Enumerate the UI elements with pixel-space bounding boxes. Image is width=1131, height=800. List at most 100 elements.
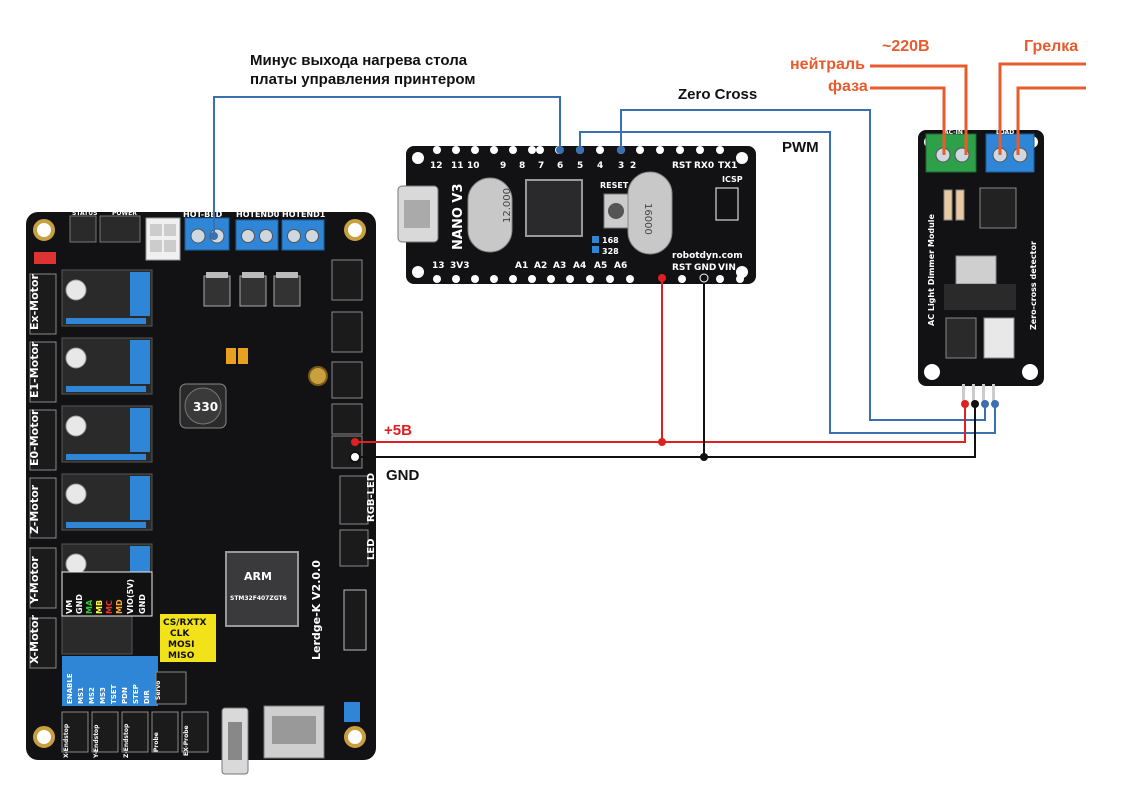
dimmer-title: AC Light Dimmer Module xyxy=(927,213,936,326)
zero-cross-label: Zero Cross xyxy=(678,86,758,103)
nano-pin-3v3: 3V3 xyxy=(450,261,470,271)
motor-label-e1: E1-Motor xyxy=(28,341,41,398)
pin-label-step: STEP xyxy=(132,684,140,704)
ex-probe-label: EX-Probe xyxy=(183,725,190,756)
nano-pin-10: 10 xyxy=(467,161,480,171)
spi-label-cs: CS/RXTX xyxy=(163,618,207,628)
board-name: Lerdge-K V2.0.0 xyxy=(310,560,323,660)
wire-pwm xyxy=(579,131,996,434)
nano-pin-5: 5 xyxy=(577,161,583,171)
motor-label-y: Y-Motor xyxy=(28,556,41,605)
status-label: STATUS xyxy=(72,210,97,217)
motor-label-e0: E0-Motor xyxy=(28,409,41,466)
motor-label-z: Z-Motor xyxy=(28,484,41,534)
wire-zero-cross xyxy=(620,109,986,421)
hotend1-label: HOTEND1 xyxy=(282,210,326,219)
wire-5v xyxy=(355,404,966,443)
nano-pin-a3: A3 xyxy=(553,261,566,271)
pin-label-ms2: MS2 xyxy=(88,687,96,704)
vio-label-mb: MB xyxy=(95,600,104,614)
nano-pin-7: 7 xyxy=(538,161,544,171)
probe-label: Probe xyxy=(153,732,160,752)
hotend0-label: HOTEND0 xyxy=(236,210,280,219)
nano-pin-tx1: TX1 xyxy=(718,161,737,171)
heatbed-label-line2: платы управления принтером xyxy=(250,71,476,88)
junction-dots xyxy=(210,146,999,463)
printer-control-board: STATUS POWER HOT-BED HOTEND0 HOTEND1 xyxy=(26,210,377,775)
wire-gnd xyxy=(355,404,976,458)
terminal-in-label: AC-IN xyxy=(944,129,963,136)
pwm-label: PWM xyxy=(782,139,819,156)
nano-pin-8: 8 xyxy=(519,161,525,171)
pin-label-dir: DIR xyxy=(143,690,151,704)
led-label: LED xyxy=(366,538,377,560)
power-label: POWER xyxy=(112,210,137,217)
nano-pin-9: 9 xyxy=(500,161,506,171)
hotbed-label: HOT-BED xyxy=(183,210,223,219)
rgb-led-label: RGB-LED xyxy=(366,473,377,522)
reset-label: RESET xyxy=(600,181,629,190)
pin-label-ms1: MS1 xyxy=(77,687,85,704)
crystal1-label: 12.000 xyxy=(502,188,513,223)
neutral-label: нейтраль xyxy=(790,56,865,73)
nano-pin-13: 13 xyxy=(432,261,445,271)
motor-label-ex: Ex-Motor xyxy=(28,274,41,330)
spi-label-miso: MISO xyxy=(168,651,195,661)
servo-label: Servo xyxy=(155,681,162,700)
icsp-label: ICSP xyxy=(722,175,743,184)
nano-pin-a1: A1 xyxy=(515,261,528,271)
vio-label-vm: VM xyxy=(65,600,74,614)
vio-label-md: MD xyxy=(115,599,124,614)
pin-label-ms3: MS3 xyxy=(99,687,107,704)
spi-label-clk: CLK xyxy=(170,629,190,639)
motor-label-x: X-Motor xyxy=(28,615,41,664)
wire-phase xyxy=(870,86,946,155)
vio-label-vio: VIO(5V) xyxy=(126,579,135,614)
nano-pin-rx0: RX0 xyxy=(694,161,714,171)
nano-pin-2: 2 xyxy=(630,161,636,171)
ac-dimmer-module: AC-IN LOAD AC Light Dimmer Module Zero-c… xyxy=(918,129,1044,404)
nano-pin-rst-bottom: RST xyxy=(672,263,692,273)
inductor-label: 330 xyxy=(193,400,218,414)
nano-pin-a2: A2 xyxy=(534,261,547,271)
chip-brand: ARM xyxy=(244,570,272,583)
dimmer-subtitle: Zero-cross detector xyxy=(1029,241,1038,330)
arduino-nano-board: 12 11 10 9 8 7 6 5 4 3 2 RST RX0 TX1 NAN… xyxy=(397,146,756,284)
z-endstop-label: Z-Endstop xyxy=(123,723,130,758)
nano-pin-a5: A5 xyxy=(594,261,607,271)
nano-pin-12: 12 xyxy=(430,161,443,171)
x-endstop-label: X-Endstop xyxy=(63,723,70,758)
phase-label: фаза xyxy=(828,78,868,95)
pin-label-tset: TSET xyxy=(110,684,118,704)
nano-pin-3: 3 xyxy=(618,161,624,171)
vio-label-mc: MC xyxy=(105,600,114,614)
nano-pin-4: 4 xyxy=(597,161,603,171)
gnd-label: GND xyxy=(386,467,420,484)
ac220-label: ~220В xyxy=(882,38,930,55)
heater-label: Грелка xyxy=(1024,38,1079,55)
wire-heater-1 xyxy=(998,62,1086,155)
nano-pin-vin: VIN xyxy=(718,263,736,273)
vio-label-ma: MA xyxy=(85,599,94,614)
pin-label-enable: ENABLE xyxy=(66,673,74,704)
chip-opt-168: 168 xyxy=(602,236,619,245)
pin-label-pdn: PDN xyxy=(121,687,129,704)
nano-pin-a4: A4 xyxy=(573,261,586,271)
nano-pin-gnd: GND xyxy=(694,263,716,273)
wire-heatbed-minus xyxy=(213,96,561,236)
vio-label-gnd: GND xyxy=(75,594,84,614)
wire-neutral xyxy=(870,64,968,155)
chip-name: STM32F407ZGT6 xyxy=(230,595,287,602)
nano-pin-11: 11 xyxy=(451,161,464,171)
nano-pin-6: 6 xyxy=(557,161,563,171)
nano-title: NANO V3 xyxy=(451,183,466,250)
vio-label-gnd2: GND xyxy=(138,594,147,614)
wires xyxy=(213,62,1086,458)
nano-pin-a6: A6 xyxy=(614,261,627,271)
spi-label-mosi: MOSI xyxy=(168,640,194,650)
plus5v-label: +5В xyxy=(384,422,412,439)
terminal-out-label: LOAD xyxy=(996,129,1014,136)
nano-pin-rst: RST xyxy=(672,161,692,171)
nano-brand: robotdyn.com xyxy=(672,251,743,261)
